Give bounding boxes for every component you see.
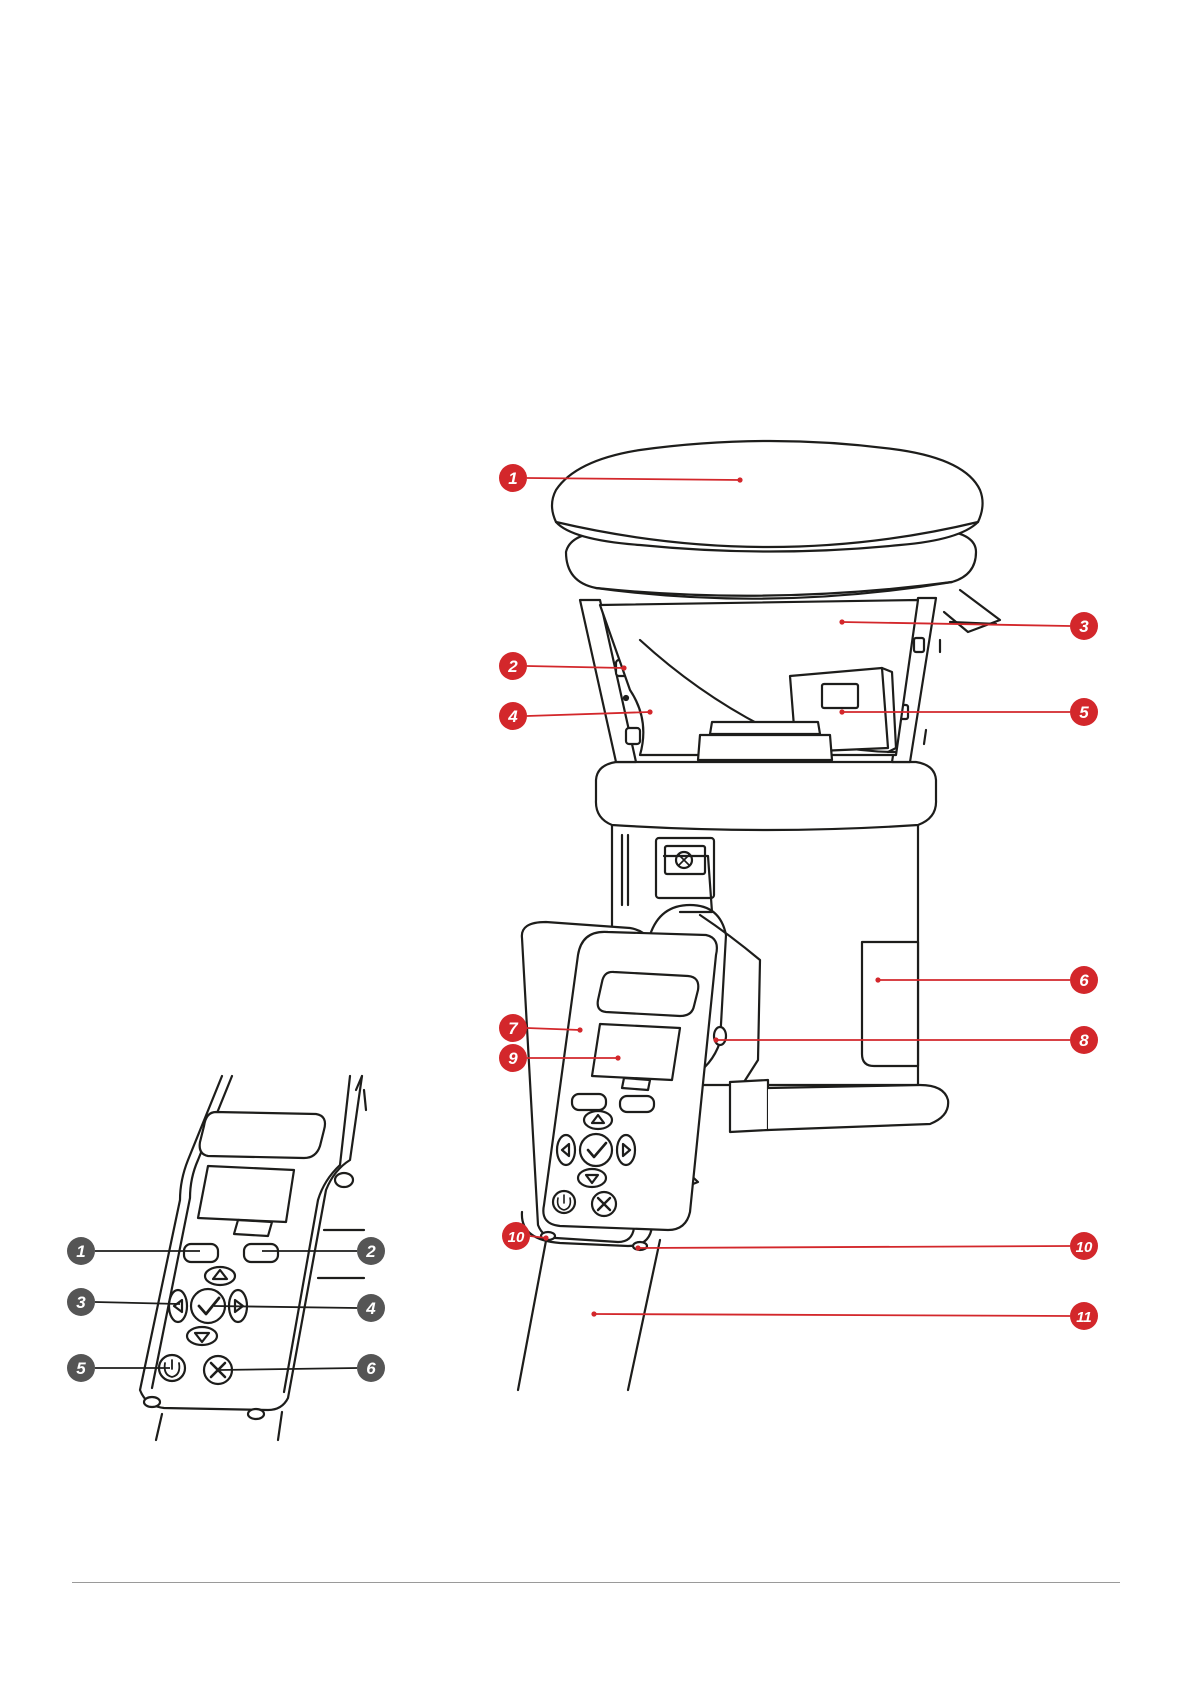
main-callout-number: 9	[508, 1049, 518, 1068]
main-callout-number: 3	[1079, 617, 1089, 636]
main-callout-badge: 6	[1070, 966, 1098, 994]
main-callout-number: 10	[508, 1229, 525, 1246]
detail-callout-number: 2	[365, 1242, 376, 1261]
main-callout-badge: 1	[499, 464, 527, 492]
callout-leader-line	[638, 1246, 1070, 1248]
detail-callout-badge: 2	[357, 1237, 385, 1265]
collar-ring	[596, 762, 936, 830]
controller-display	[592, 1024, 680, 1080]
main-callout-number: 4	[507, 707, 518, 726]
main-callout-number: 8	[1079, 1031, 1089, 1050]
callout-leader-line	[594, 1314, 1070, 1316]
detail-callout-badge: 4	[357, 1294, 385, 1322]
callout-leader-dot	[635, 1245, 640, 1250]
main-callout-badge: 7	[499, 1014, 527, 1042]
callout-leader-dot	[543, 1235, 548, 1240]
callout-leader-dot	[839, 709, 844, 714]
main-callout-badge: 2	[499, 652, 527, 680]
pole	[518, 1230, 660, 1390]
callout-leader-dot	[875, 977, 880, 982]
detail-callout-number: 6	[366, 1359, 376, 1378]
main-callout-number: 5	[1079, 703, 1089, 722]
main-callout-number: 6	[1079, 971, 1089, 990]
detail-callout-leader-line	[220, 1368, 357, 1370]
center-hub	[698, 722, 832, 760]
main-callout-number: 2	[507, 657, 518, 676]
detail-callout-badge: 6	[357, 1354, 385, 1382]
cup-top	[552, 441, 983, 552]
main-callout-number: 10	[1076, 1239, 1093, 1256]
main-callout-number: 11	[1076, 1309, 1092, 1326]
callout-leader-dot	[737, 477, 742, 482]
detail-callout-badge: 1	[67, 1237, 95, 1265]
detail-callout-number: 4	[365, 1299, 376, 1318]
callout-leader-line	[527, 712, 650, 716]
detail-callout-number: 1	[76, 1242, 85, 1261]
main-callout-badge: 3	[1070, 612, 1098, 640]
detail-callout-leader-line	[95, 1302, 180, 1304]
callout-leader-dot	[621, 665, 626, 670]
keypad-detail-drawing	[140, 1076, 366, 1440]
main-callout-badge: 10	[1070, 1232, 1098, 1260]
callout-leader-dot	[577, 1027, 582, 1032]
detail-callout-badge: 3	[67, 1288, 95, 1316]
callout-leader-dot	[713, 1037, 718, 1042]
main-callout-badge: 8	[1070, 1026, 1098, 1054]
main-callout-badge: 4	[499, 702, 527, 730]
main-callout-number: 1	[508, 469, 517, 488]
detail-callout-number: 5	[76, 1359, 86, 1378]
callout-leader-dot	[647, 709, 652, 714]
main-callout-badge: 5	[1070, 698, 1098, 726]
detail-callout-badge: 5	[67, 1354, 95, 1382]
main-callout-badge: 10	[502, 1222, 530, 1250]
main-callout-badge: 9	[499, 1044, 527, 1072]
callout-leader-dot	[591, 1311, 596, 1316]
main-callout-badge: 11	[1070, 1302, 1098, 1330]
callout-leader-dot	[839, 619, 844, 624]
footer-rule	[72, 1582, 1120, 1583]
main-callout-number: 7	[508, 1019, 519, 1038]
callout-leader-dot	[615, 1055, 620, 1060]
detail-callout-number: 3	[76, 1293, 86, 1312]
